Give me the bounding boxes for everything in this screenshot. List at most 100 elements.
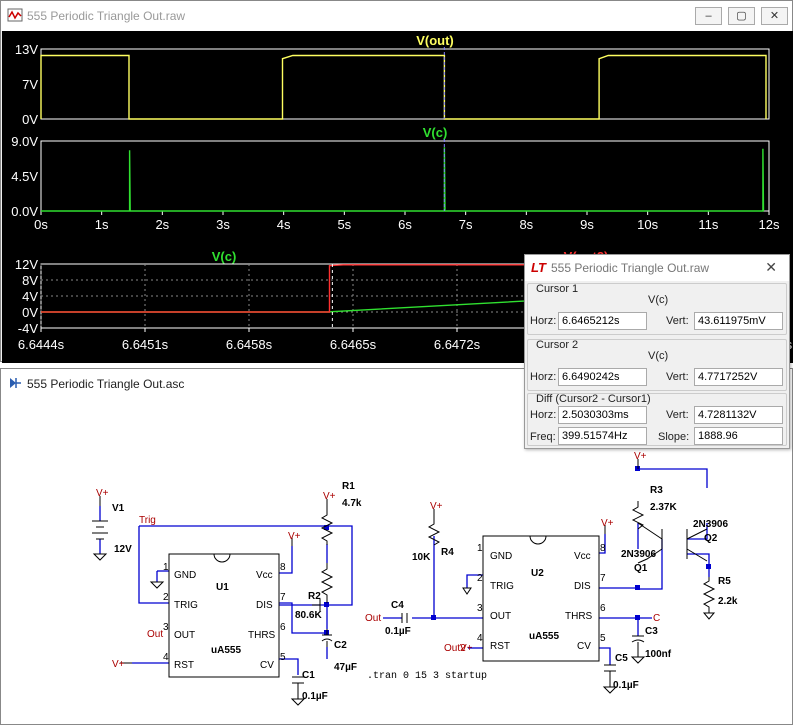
c5-label: C5 xyxy=(615,653,628,664)
u2-label: U2 xyxy=(531,568,544,579)
x-tick-label: 0s xyxy=(34,217,48,232)
c3-value: 100nf xyxy=(645,649,672,660)
u2-pin-thrs: THRS xyxy=(565,611,593,622)
maximize-button[interactable]: ▢ xyxy=(728,7,755,25)
diff-group: Diff (Cursor2 - Cursor1) Horz: 2.5030303… xyxy=(527,393,787,446)
u2-pin-8: 8 xyxy=(600,543,606,554)
diff-horz-label: Horz: xyxy=(530,409,557,421)
x-tick-label: 7s xyxy=(459,217,473,232)
u1-notch xyxy=(213,553,231,563)
cursor-dialog: LT 555 Periodic Triangle Out.raw ✕ Curso… xyxy=(524,254,790,449)
x-tick-label: 9s xyxy=(580,217,594,232)
u2-pin-6: 6 xyxy=(600,603,606,614)
c2-label: C2 xyxy=(334,640,347,651)
x-tick-label: 6.6451s xyxy=(122,337,169,352)
u2-pin-out: OUT xyxy=(490,611,511,622)
cursor2-trace: V(c) xyxy=(648,350,669,362)
cursor-dialog-close-icon[interactable]: ✕ xyxy=(765,259,777,275)
x-tick-label: 10s xyxy=(637,217,658,232)
diff-freq-field[interactable]: 399.51574Hz xyxy=(558,427,647,445)
diff-label: Diff (Cursor2 - Cursor1) xyxy=(536,393,651,405)
components xyxy=(92,459,716,706)
c3-symbol[interactable] xyxy=(631,635,645,657)
x-tick-label: 5s xyxy=(337,217,351,232)
x-tick-label: 1s xyxy=(95,217,109,232)
u1-pin-6: 6 xyxy=(280,622,286,633)
r3-label: R3 xyxy=(650,485,663,496)
c2-value: 47µF xyxy=(334,662,357,673)
r5-symbol[interactable] xyxy=(702,577,716,613)
u2-pin-2: 2 xyxy=(477,573,483,584)
u2-pin-gnd: GND xyxy=(490,551,512,562)
trig-net: Trig xyxy=(139,515,156,526)
schematic-title: 555 Periodic Triangle Out.asc xyxy=(27,377,185,391)
r2-symbol[interactable] xyxy=(320,563,334,603)
y-tick-label: 0V xyxy=(22,305,38,320)
u2-body[interactable] xyxy=(482,535,600,662)
u1-pin-trig: TRIG xyxy=(174,600,198,611)
out2-net: Out2 xyxy=(444,643,466,654)
cursor2-horz-field[interactable]: 6.6490242s xyxy=(558,368,647,386)
waveform-title: 555 Periodic Triangle Out.raw xyxy=(27,9,186,23)
x-tick-label: 8s xyxy=(519,217,533,232)
legend-vc: V(c) xyxy=(212,249,237,264)
c1-symbol[interactable] xyxy=(292,676,304,699)
r3-symbol[interactable] xyxy=(631,501,645,530)
vplus-r4: V+ xyxy=(430,501,443,512)
v1-value: 12V xyxy=(114,544,132,555)
r4-label: R4 xyxy=(441,547,454,558)
u1-pin-1: 1 xyxy=(163,562,169,573)
q2-symbol[interactable] xyxy=(686,528,708,562)
c4-label: C4 xyxy=(391,600,404,611)
u1-pin-thrs: THRS xyxy=(248,630,276,641)
u1-pin-5: 5 xyxy=(280,652,286,663)
y-tick-label: 0.0V xyxy=(11,204,38,219)
u2-pin-cv: CV xyxy=(577,641,591,652)
schematic-canvas[interactable]: V1 12V R1 4.7k R2 80.6K C2 47µF C1 0.1µF… xyxy=(2,399,793,725)
y-tick-label: 7V xyxy=(22,77,38,92)
diff-vert-field[interactable]: 4.7281132V xyxy=(694,406,783,424)
x-tick-label: 4s xyxy=(277,217,291,232)
close-button[interactable]: ✕ xyxy=(761,7,788,25)
vplus-r3: V+ xyxy=(634,451,647,462)
c5-symbol[interactable] xyxy=(604,664,616,687)
r1-symbol[interactable] xyxy=(320,509,334,545)
out-net-u2: Out xyxy=(365,613,381,624)
spice-directive[interactable]: .tran 0 15 3 startup xyxy=(367,671,487,682)
pane-title: V(out) xyxy=(416,33,454,48)
u1-pin-8: 8 xyxy=(280,562,286,573)
u1-part: uA555 xyxy=(211,645,241,656)
u2-pin-5: 5 xyxy=(600,633,606,644)
r5-label: R5 xyxy=(718,576,731,587)
c2-symbol[interactable] xyxy=(321,629,333,647)
c4-symbol[interactable] xyxy=(401,613,408,623)
minimize-button[interactable]: – xyxy=(695,7,722,25)
u2-pin-7: 7 xyxy=(600,573,606,584)
u1-pin-2: 2 xyxy=(163,592,169,603)
y-tick-label: 13V xyxy=(15,42,38,57)
vplus-u1: V+ xyxy=(288,531,301,542)
u2-pin-trig: TRIG xyxy=(490,581,514,592)
pane-frame-1 xyxy=(40,140,770,212)
v1-symbol[interactable] xyxy=(92,520,108,540)
u1-body[interactable] xyxy=(168,553,280,678)
power-stubs xyxy=(99,459,639,664)
y-tick-label: 8V xyxy=(22,273,38,288)
cursor1-vert-field[interactable]: 43.611975mV xyxy=(694,312,783,330)
diff-slope-field[interactable]: 1888.96 xyxy=(694,427,783,445)
q1-symbol[interactable] xyxy=(637,522,663,564)
vplus-rst2: V+ xyxy=(460,643,473,654)
x-tick-label: 6.6465s xyxy=(330,337,377,352)
u1-pin-out: OUT xyxy=(174,630,195,641)
cursor2-vert-field[interactable]: 4.7717252V xyxy=(694,368,783,386)
r4-symbol[interactable] xyxy=(427,519,441,546)
u2-notch xyxy=(529,535,547,545)
c-net: C xyxy=(653,613,660,624)
y-tick-label: -4V xyxy=(18,321,39,336)
cursor1-vert-label: Vert: xyxy=(666,315,689,327)
cursor1-horz-field[interactable]: 6.6465212s xyxy=(558,312,647,330)
waveform-app-icon xyxy=(7,8,23,22)
vplus-r1: V+ xyxy=(323,491,336,502)
diff-horz-field[interactable]: 2.5030303ms xyxy=(558,406,647,424)
